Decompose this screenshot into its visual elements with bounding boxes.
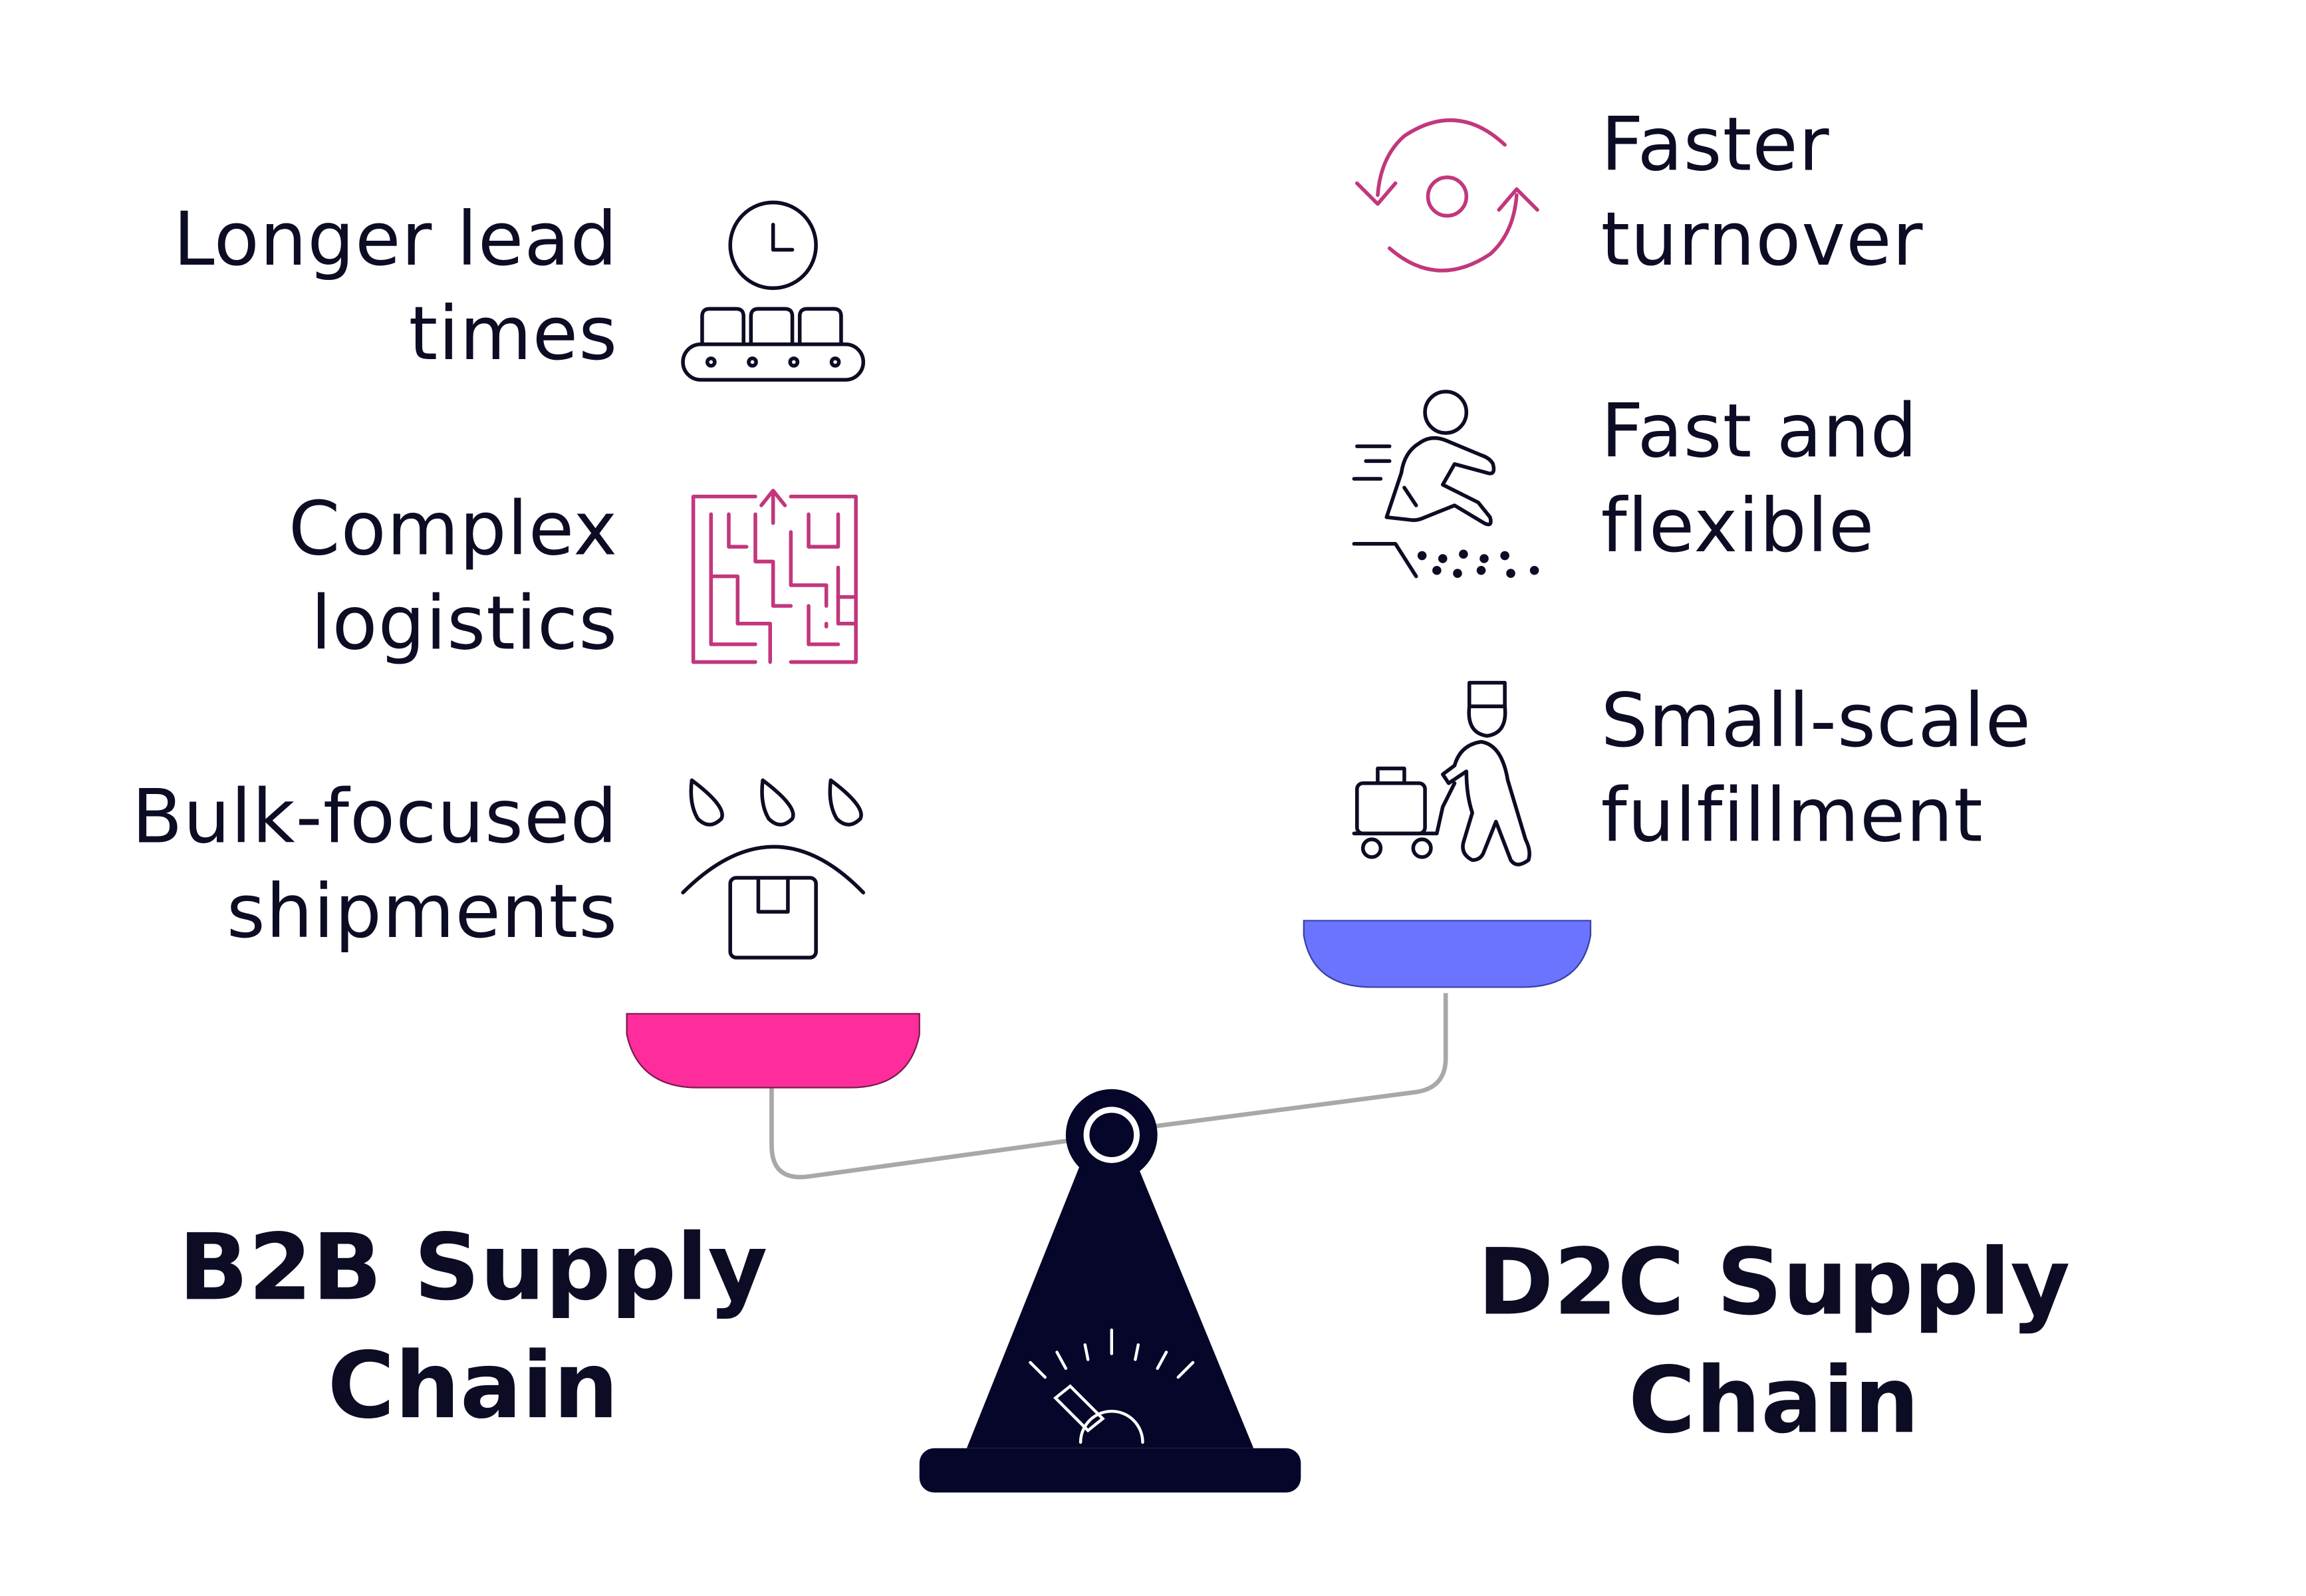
b2b-title: B2B Supply Chain — [178, 1213, 768, 1440]
label-bulk-focused-shipments: Bulk-focused shipments — [132, 774, 618, 955]
conveyor-clock-icon — [681, 200, 866, 382]
delivery-person-cart-icon — [1352, 680, 1531, 866]
maze-icon — [691, 488, 858, 664]
label-longer-lead-times: Longer lead times — [173, 196, 618, 377]
scale-beam-right — [1156, 993, 1448, 1129]
scale-base — [919, 1448, 1301, 1493]
scale-beam — [769, 1086, 1068, 1180]
label-faster-turnover: Faster turnover — [1601, 102, 1924, 283]
refresh-cycle-icon — [1355, 118, 1539, 273]
right-pan — [1303, 920, 1592, 988]
label-small-scale-fulfillment: Small-scale fulfillment — [1601, 678, 2032, 859]
label-fast-and-flexible: Fast and flexible — [1601, 388, 1918, 569]
left-pan — [626, 1013, 920, 1089]
d2c-title: D2C Supply Chain — [1477, 1228, 2071, 1454]
pivot-ring — [1083, 1107, 1140, 1163]
label-complex-logistics: Complex logistics — [288, 486, 618, 667]
pivot — [1065, 1089, 1158, 1181]
bulk-package-icon — [681, 778, 866, 960]
running-person-icon — [1352, 390, 1539, 579]
gauge-icon — [1029, 1328, 1195, 1444]
fulcrum — [966, 1167, 1254, 1448]
